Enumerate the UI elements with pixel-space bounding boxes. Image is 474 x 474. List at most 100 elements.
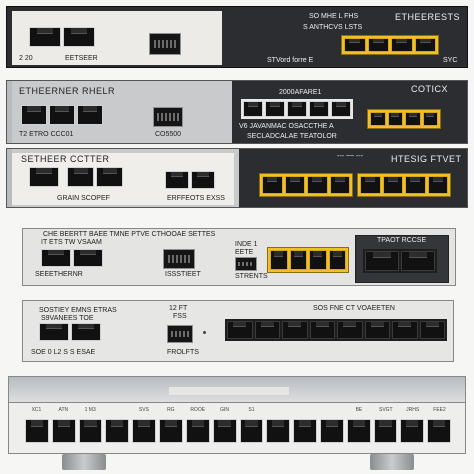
device-3-yport-2: [284, 176, 305, 194]
device-3-yport-4: [329, 176, 350, 194]
device-4-rport-1: [365, 251, 399, 271]
device-5-rport-5: [337, 321, 363, 339]
device-2-yport-3: [405, 112, 421, 126]
device-6-port-7: [185, 419, 210, 443]
device-6-port-label-6: RG: [167, 407, 175, 413]
device-3-yport-8: [427, 176, 448, 194]
device-6-port-1: [25, 419, 49, 443]
device-1-label-bottom-b: EETSEER: [65, 55, 98, 62]
device-1-label-a: SO MHE L FHS: [309, 13, 359, 20]
device-1-port-2: [63, 27, 95, 47]
device-3-label-right-a: --- ~~ ---: [337, 153, 364, 160]
device-4-label-under-sfp-a: ISSSTIEET: [165, 271, 201, 278]
device-5-port-group-left: [37, 321, 103, 343]
device-2-cport-5: [331, 101, 351, 117]
device-4-yport-4: [328, 250, 346, 270]
device-2-port-1: [21, 105, 47, 125]
device-6-port-label-10: [265, 407, 292, 413]
device-3: SETHEER CCTTER GRAIN SCOPEF ERFFEOTS EXS…: [6, 148, 468, 208]
device-3-title-right: HTESIG FTVET: [391, 154, 462, 164]
device-6-port-group: [23, 417, 453, 445]
device-4-label-bottom: SEEETHERNR: [35, 271, 83, 278]
device-5-label-left-b: S9VANEES TOE: [41, 315, 94, 322]
device-3-yport-6: [382, 176, 403, 194]
device-2-yport-4: [422, 112, 438, 126]
device-2-label-center-a: V6 JAVANMAC OSACCTHE A: [239, 123, 334, 130]
device-4-sfp-slot-b: [235, 257, 257, 271]
device-6-port-16: [427, 419, 451, 443]
device-6-port-label-11: [292, 407, 319, 413]
device-6-port-13: [346, 419, 371, 443]
device-6-top-label-plate: [169, 387, 289, 395]
device-6-port-10: [266, 419, 291, 443]
device-3-port-group-left-a: [27, 165, 61, 189]
device-2-yport-2: [387, 112, 403, 126]
device-4-label-right-top: TPAOT RCCSE: [377, 237, 427, 244]
device-4-port-group-left: [39, 247, 105, 269]
device-6-port-label-2: ATN: [58, 407, 69, 413]
device-2-cport-4: [309, 101, 329, 117]
device-5-rport-6: [364, 321, 390, 339]
device-5-label-center-a: FSS: [173, 313, 187, 320]
device-6-top-case: [8, 376, 466, 402]
device-2-title-left: ETHEERNER RHELR: [19, 86, 116, 96]
device-3-port-group-yellow-a: [259, 173, 353, 197]
device-1-sfp-slot: [149, 33, 181, 55]
device-3-yport-1: [262, 176, 283, 194]
device-5-label-bottom: SOE 0 L2 S S ESAE: [31, 349, 96, 356]
device-6-port-label-9: S1: [248, 407, 255, 413]
device-1-label-d: SYC: [443, 57, 458, 64]
device-2-cport-3: [287, 101, 307, 117]
device-6-foot-left: [62, 454, 106, 470]
device-5-port-2: [71, 323, 101, 341]
device-6-port-12: [319, 419, 344, 443]
device-6-port-label-16: FEE2: [433, 407, 446, 413]
device-5-port-1: [39, 323, 69, 341]
device-6-port-label-13: BE: [355, 407, 363, 413]
device-5-rport-8: [419, 321, 445, 339]
device-2-label-center-top: 2000AFARE1: [279, 89, 322, 96]
device-6-port-label-3: 1 M3: [84, 407, 96, 413]
device-5: SOSTIEY EMNS ETRAS S9VANEES TOE SOE 0 L2…: [22, 300, 454, 362]
device-6-port-6: [159, 419, 183, 443]
device-3-cport-1: [165, 171, 189, 189]
device-2-sfp-slot: [153, 107, 183, 127]
device-1-port-group-yellow: [341, 35, 439, 55]
device-6-port-label-12: [319, 407, 346, 413]
device-1-port-1: [29, 27, 61, 47]
device-4: CHE BEERTT BAEE TMNE PTVE CTHOOAE SETTES…: [22, 228, 456, 286]
device-2: ETHEERNER RHELR T2 ETRO CCC01 CO5500 200…: [6, 80, 468, 144]
device-3-label-bottom: GRAIN SCOPEF: [57, 195, 110, 202]
device-3-title-left: SETHEER CCTTER: [21, 154, 110, 164]
device-6-port-label-1: XC1: [31, 407, 42, 413]
device-4-port-group-right: [363, 249, 437, 273]
device-2-cport-2: [265, 101, 285, 117]
device-2-cport-1: [243, 101, 263, 117]
device-4-label-under-sfp-b: STRENTS: [235, 273, 268, 280]
device-4-yport-1: [270, 250, 288, 270]
device-4-label-left-a: IT ETS TW VSAAM: [41, 239, 102, 246]
device-4-rport-2: [401, 251, 435, 271]
device-3-port-3: [96, 167, 123, 187]
device-4-label-top: CHE BEERTT BAEE TMNE PTVE CTHOOAE SETTES: [43, 231, 216, 238]
device-6-port-label-7: ROOE: [190, 407, 206, 413]
device-2-yport-1: [370, 112, 386, 126]
device-4-port-2: [73, 249, 103, 267]
device-5-rport-1: [227, 321, 253, 339]
device-2-label-center-b: SECLADCALAE TEATOLOR: [247, 133, 337, 140]
device-3-port-2: [67, 167, 94, 187]
device-1-yport-4: [414, 38, 436, 52]
device-6-foot-right: [370, 454, 414, 470]
device-4-port-1: [41, 249, 71, 267]
device-4-sfp-slot-a: [163, 249, 195, 269]
device-5-label-left-a: SOSTIEY EMNS ETRAS: [39, 307, 117, 314]
device-6-port-label-15: JRHS: [406, 407, 420, 413]
device-5-rport-4: [309, 321, 335, 339]
device-3-yport-5: [360, 176, 381, 194]
device-3-port-group-center: [163, 169, 217, 191]
device-5-rport-3: [282, 321, 308, 339]
device-3-port-1: [29, 167, 59, 187]
